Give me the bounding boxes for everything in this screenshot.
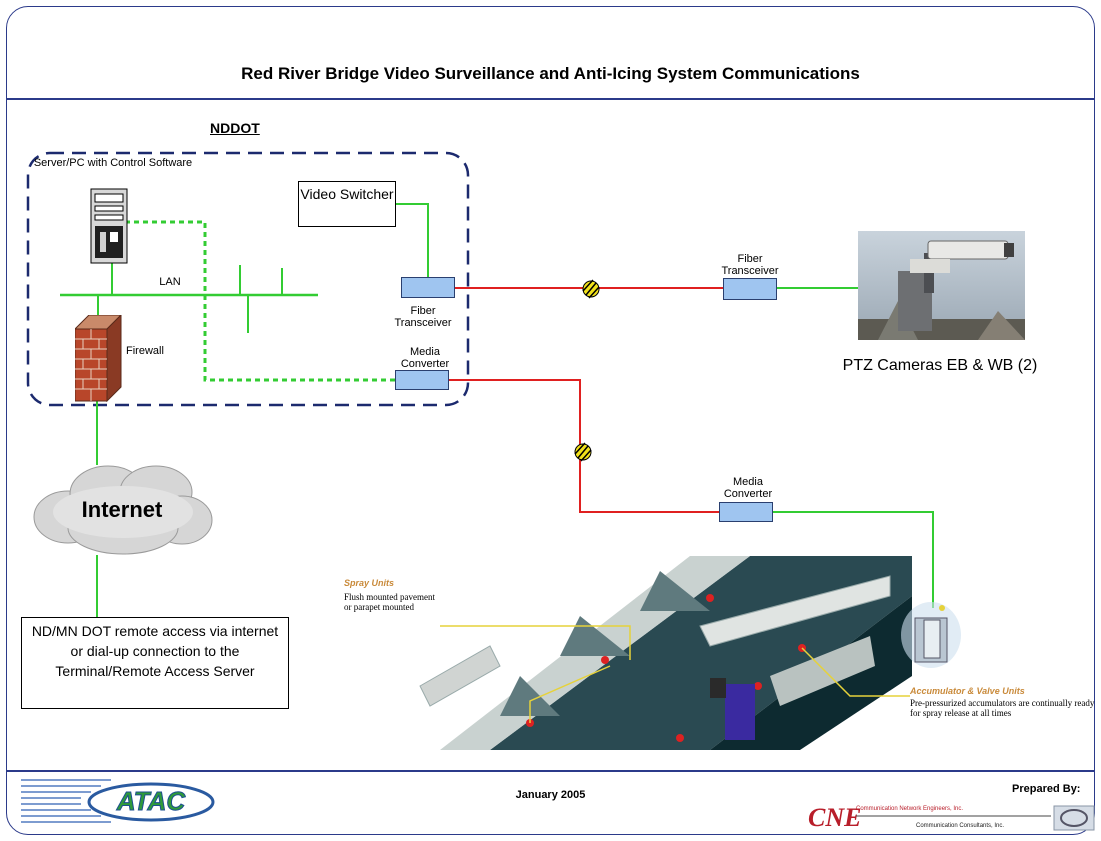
fiber-transceiver-remote	[723, 278, 777, 300]
accumulator-desc: Pre-pressurized accumulators are continu…	[910, 698, 1095, 718]
lan-label: LAN	[159, 276, 181, 288]
fiber-transceiver-remote-label: Fiber Transceiver	[721, 253, 779, 277]
spray-units-desc: Flush mounted pavement or parapet mounte…	[344, 592, 435, 612]
atac-logo-text: ATAC	[116, 786, 187, 816]
media-converter-remote-label: Media Converter	[723, 476, 773, 500]
slide-frame	[6, 6, 1095, 835]
prepared-by-label: Prepared By:	[1012, 783, 1081, 795]
video-switcher-box: Video Switcher	[298, 181, 396, 227]
title-rule	[7, 98, 1094, 100]
media-converter-local	[395, 370, 449, 390]
cne-logo-text: CNE	[808, 803, 861, 832]
atac-logo: ATAC	[21, 779, 215, 823]
page-title: Red River Bridge Video Surveillance and …	[241, 64, 860, 83]
cameras-label: PTZ Cameras EB & WB (2)	[842, 357, 1038, 374]
nddot-label: NDDOT	[210, 120, 260, 136]
server-media-link	[125, 220, 395, 382]
server-icon	[90, 188, 128, 264]
cne-logo-line2: Communication Consultants, Inc.	[916, 823, 1004, 829]
media-converter-remote	[719, 502, 773, 522]
splice-icon	[582, 279, 600, 299]
firewall-icon	[75, 315, 122, 402]
remote-access-box: ND/MN DOT remote access via internet or …	[21, 617, 289, 709]
accumulator-unit-icon	[901, 602, 961, 668]
splice-icon	[574, 442, 592, 462]
firewall-label: Firewall	[126, 345, 164, 357]
server-label: Server/PC with Control Software	[33, 157, 193, 169]
fiber-transceiver-local-label: Fiber Transceiver	[394, 305, 452, 329]
anti-icing-illustration	[330, 556, 912, 750]
ptz-camera-photo	[858, 231, 1025, 340]
internet-label: Internet	[81, 497, 163, 522]
media-converter-local-label: Media Converter	[400, 346, 450, 370]
spray-units-title: Spray Units	[344, 578, 395, 588]
nddot-enclosure	[26, 151, 470, 407]
cne-logo: CNE Communication Network Engineers, Inc…	[808, 803, 1095, 832]
cloud-icon	[33, 465, 213, 555]
footer-date: January 2005	[515, 789, 586, 801]
accumulator-title: Accumulator & Valve Units	[910, 686, 1025, 696]
fiber-transceiver-local	[401, 277, 455, 298]
footer-rule	[7, 770, 1094, 772]
cne-logo-line1: Communication Network Engineers, Inc.	[856, 806, 963, 812]
